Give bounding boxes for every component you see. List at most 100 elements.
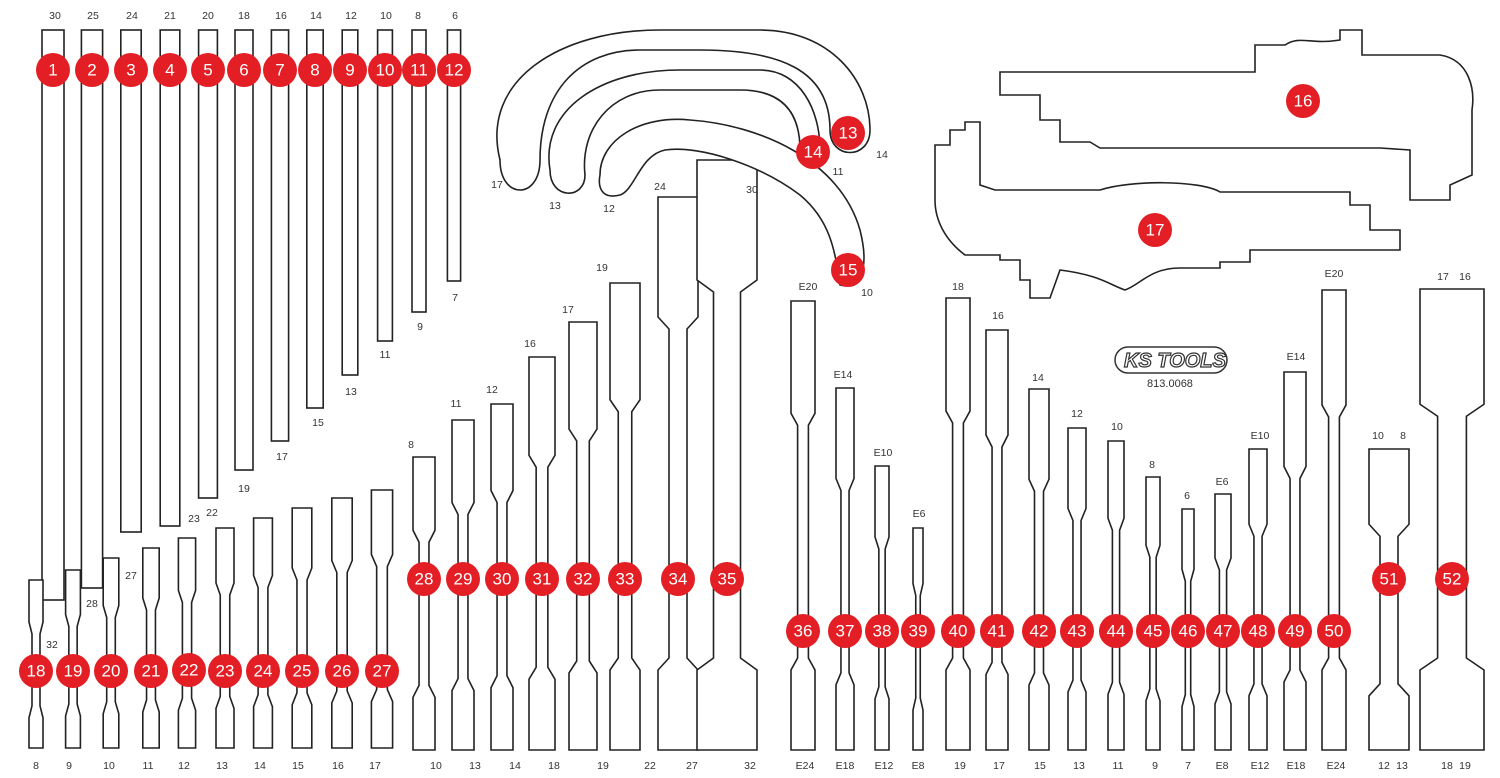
badge-number: 19 [64,662,83,681]
size-label: 17 [276,451,288,463]
size-label: 16 [992,310,1004,322]
item-number-badge: 26 [325,654,359,688]
size-label: E10 [1251,430,1270,442]
size-label: 8 [1149,459,1155,471]
badge-circle [828,614,862,648]
item-number-badge: 37 [828,614,862,648]
item-number-badge: 4 [153,53,187,87]
size-label: 12 [603,203,615,215]
badge-circle [1286,84,1320,118]
badge-number: 33 [616,570,635,589]
wrench-slot [934,121,1401,299]
wrench-slot [252,517,274,749]
size-label: 14 [310,10,322,22]
badge-number: 10 [376,61,395,80]
item-number-badge: 6 [227,53,261,87]
badge-number: 27 [373,662,392,681]
wrench-slot [142,547,160,749]
wrench-slot [197,29,219,499]
tool-slot [874,465,890,751]
size-label: 8 [33,760,39,772]
wrench-slot [120,29,143,533]
badge-number: 2 [87,61,96,80]
size-label: 9 [1152,760,1158,772]
tool-slot [945,297,971,751]
size-label: 30 [49,10,61,22]
item-number-badge: 52 [1435,562,1469,596]
badge-number: 9 [345,61,354,80]
size-label: E24 [1327,760,1346,772]
badge-circle [114,53,148,87]
size-label: 19 [596,262,608,274]
badge-number: 5 [203,61,212,80]
badge-number: 22 [180,661,199,680]
badge-circle [56,654,90,688]
badge-number: 16 [1294,92,1313,111]
wrench-slot [291,507,313,749]
size-label: 24 [126,10,138,22]
badge-number: 49 [1286,622,1305,641]
tool-slot [1368,448,1410,751]
item-number-badge: 49 [1278,614,1312,648]
size-label: E18 [836,760,855,772]
badge-circle [901,614,935,648]
item-number-badge: 9 [333,53,367,87]
item-number-badge: 41 [980,614,1014,648]
tool-slot [1419,288,1485,751]
size-label: 16 [275,10,287,22]
size-label: 12 [1378,760,1390,772]
badge-circle [246,654,280,688]
wrench-slot [446,29,462,282]
item-number-badge: 24 [246,654,280,688]
wrench-slot [657,196,699,751]
wrench-slot [41,29,65,601]
ks-tools-logo: KS TOOLS 813.0068 [1114,346,1228,390]
badge-number: 38 [873,622,892,641]
badge-circle [402,53,436,87]
size-label: 11 [1113,760,1124,772]
badge-circle [407,562,441,596]
size-label: 19 [597,760,609,772]
item-number-badge: 11 [402,53,436,87]
badge-circle [1022,614,1056,648]
size-label: 7 [1185,760,1191,772]
item-number-badge: 28 [407,562,441,596]
badge-number: 28 [415,570,434,589]
item-number-badge: 40 [941,614,975,648]
size-label: E24 [796,760,815,772]
badge-circle [1435,562,1469,596]
size-label: 14 [876,149,888,161]
size-label: 17 [1437,271,1449,283]
item-number-badge: 51 [1372,562,1406,596]
badge-circle [325,654,359,688]
badge-circle [1241,614,1275,648]
wrench-slot [609,282,641,751]
badge-number: 7 [275,61,284,80]
item-number-badge: 10 [368,53,402,87]
item-number-badge: 47 [1206,614,1240,648]
logo-brand: KS TOOLS [1124,350,1227,372]
wrench-slot [270,29,290,442]
badge-number: 50 [1325,622,1344,641]
badge-circle [446,562,480,596]
badge-number: 42 [1030,622,1049,641]
badge-number: 20 [102,662,121,681]
size-label: 12 [1071,408,1083,420]
badge-circle [1372,562,1406,596]
size-label: E14 [1287,351,1306,363]
size-label: E20 [799,281,818,293]
item-number-badge: 31 [525,562,559,596]
badge-number: 4 [165,61,174,80]
badge-number: 23 [216,662,235,681]
size-label: 25 [87,10,99,22]
size-label: 24 [654,181,666,193]
size-label: 22 [644,760,656,772]
badge-number: 17 [1146,221,1165,240]
badge-number: 45 [1144,622,1163,641]
size-label: 13 [469,760,481,772]
badge-circle [865,614,899,648]
badge-circle [298,53,332,87]
size-label: 10 [1111,421,1123,433]
size-label: 14 [254,760,266,772]
